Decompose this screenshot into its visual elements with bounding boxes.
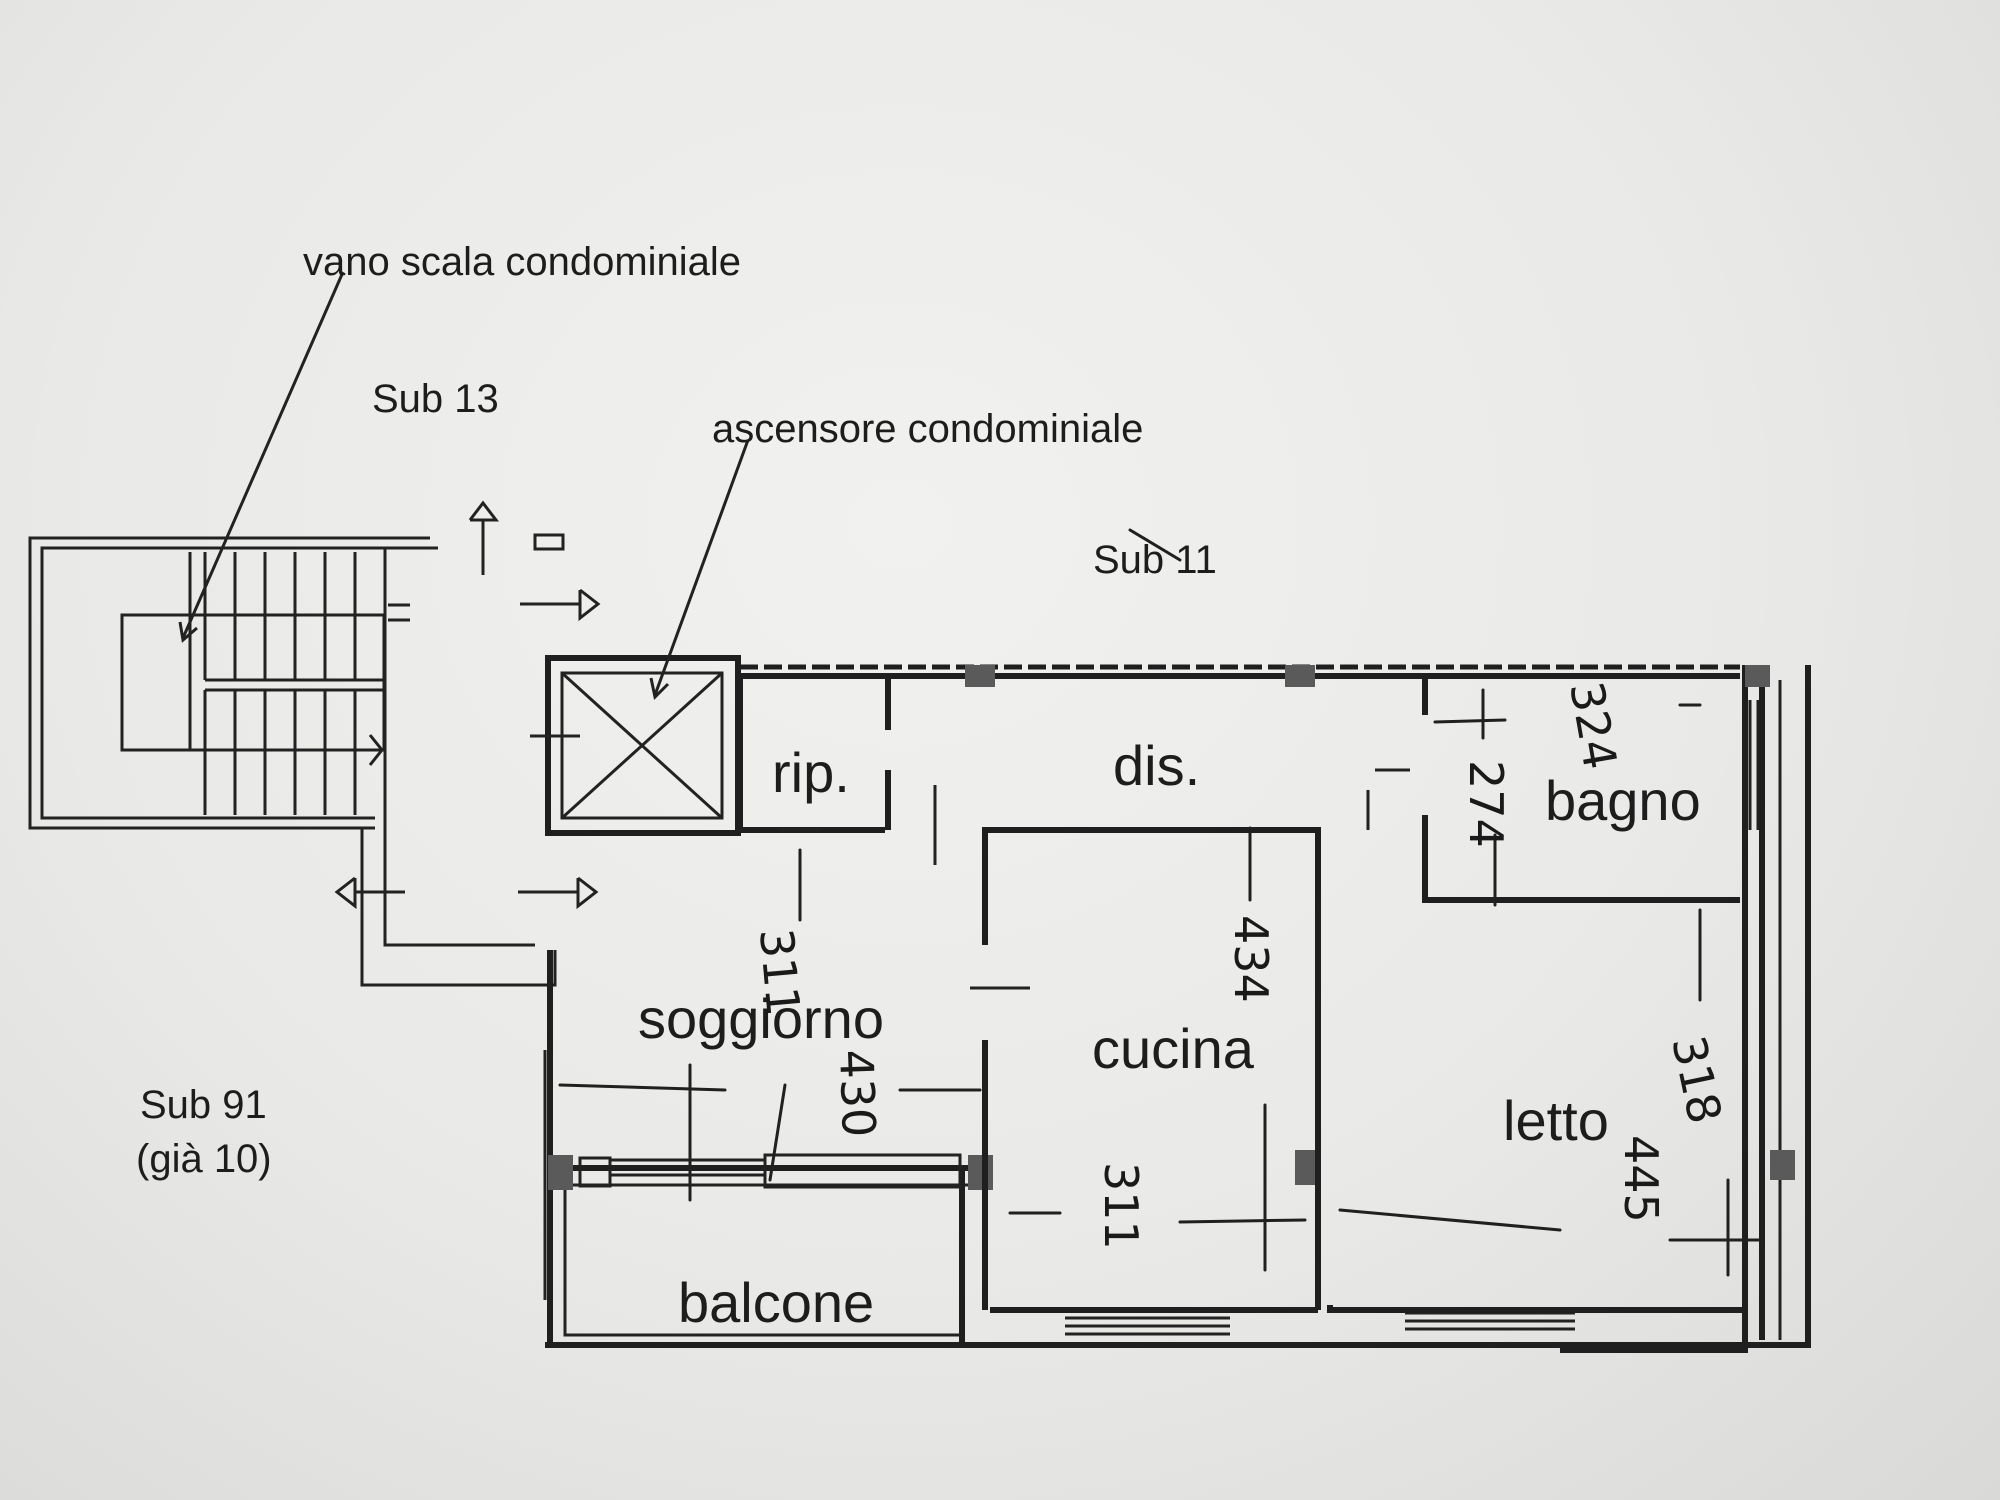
room-cucina: cucina	[1092, 1017, 1255, 1080]
dim-letto-height: 445	[1614, 1135, 1668, 1223]
stairwell	[28, 500, 601, 987]
dim-soggiorno-width: 311	[749, 926, 810, 1018]
sub11-label: Sub 11	[1093, 538, 1217, 582]
elevator-shaft	[530, 655, 741, 836]
room-soggiorno: soggiorno	[638, 987, 884, 1050]
room-balcone: balcone	[678, 1271, 874, 1334]
internal-walls	[737, 676, 1745, 1313]
room-rip: rip.	[772, 741, 850, 804]
elevator-label: ascensore condominiale	[712, 407, 1143, 451]
sub91-label: Sub 91	[140, 1083, 267, 1127]
apartment-walls	[543, 664, 1811, 1353]
sub13-label: Sub 13	[372, 377, 499, 421]
room-dis: dis.	[1113, 734, 1200, 797]
dim-bagno-width: 324	[1559, 678, 1627, 774]
measurement-lines	[558, 528, 1762, 1277]
leader-lines	[178, 271, 750, 701]
dim-cucina-height: 434	[1224, 915, 1278, 1003]
room-bagno: bagno	[1545, 769, 1701, 832]
room-letto: letto	[1503, 1089, 1609, 1152]
dim-letto-width: 318	[1661, 1031, 1732, 1128]
sub91-note: (già 10)	[136, 1137, 272, 1181]
dim-soggiorno-height: 430	[829, 1048, 886, 1138]
dim-bagno-height: 274	[1459, 760, 1513, 848]
stairwell-label: vano scala condominiale	[303, 240, 741, 284]
dim-cucina-width: 311	[1094, 1162, 1148, 1250]
